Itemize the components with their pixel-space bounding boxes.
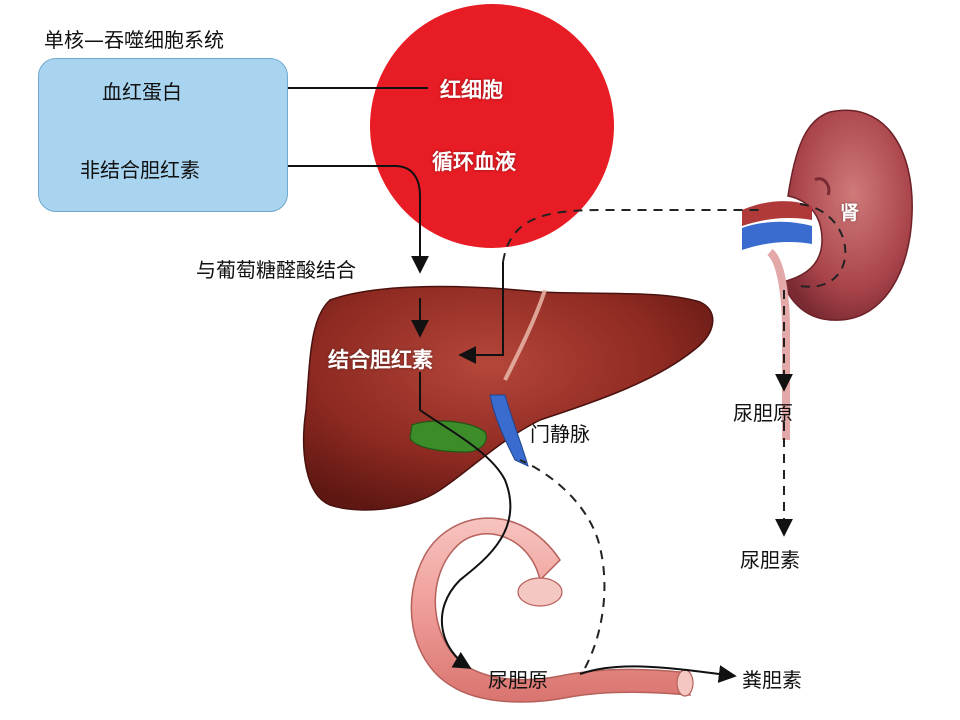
hemoglobin-label: 血红蛋白 (102, 80, 182, 104)
kidney-label: 肾 (840, 202, 860, 224)
arrow-portal-to-conjugated (458, 262, 504, 364)
urobilin-label: 尿胆素 (740, 548, 800, 572)
stercobilin-label: 粪胆素 (742, 668, 802, 692)
portal-vein-illustration (489, 394, 529, 467)
gallbladder-illustration (409, 420, 487, 453)
arrow-unconjugated-to-liver (242, 165, 429, 274)
arrow-gut-to-stercobilin (579, 665, 737, 683)
conjugated-bilirubin-label: 结合胆红素 (328, 348, 433, 372)
glucuronide-label: 与葡萄糖醛酸结合 (196, 258, 356, 282)
intestine-illustration (410, 517, 694, 703)
dashed-path-gut-to-circulation (519, 459, 606, 669)
dashed-path-circulation-to-kidney (502, 209, 760, 263)
kidney-illustration (742, 109, 913, 440)
circulation-circle (370, 4, 614, 248)
urobilinogen-gut-label: 尿胆原 (488, 668, 548, 692)
circulation-label: 循环血液 (432, 150, 516, 174)
arrow-bile-to-intestine (419, 372, 512, 669)
rbc-label: 红细胞 (440, 78, 503, 102)
unconjugated-bilirubin-label: 非结合胆红素 (80, 158, 200, 182)
mps-box (38, 58, 288, 212)
liver-illustration (302, 285, 714, 511)
mps-title: 单核—吞噬细胞系统 (44, 28, 224, 52)
urobilinogen-urine-label: 尿胆原 (733, 401, 793, 425)
portal-vein-label: 门静脉 (530, 422, 590, 446)
dashed-path-kidney-loop (799, 203, 847, 288)
